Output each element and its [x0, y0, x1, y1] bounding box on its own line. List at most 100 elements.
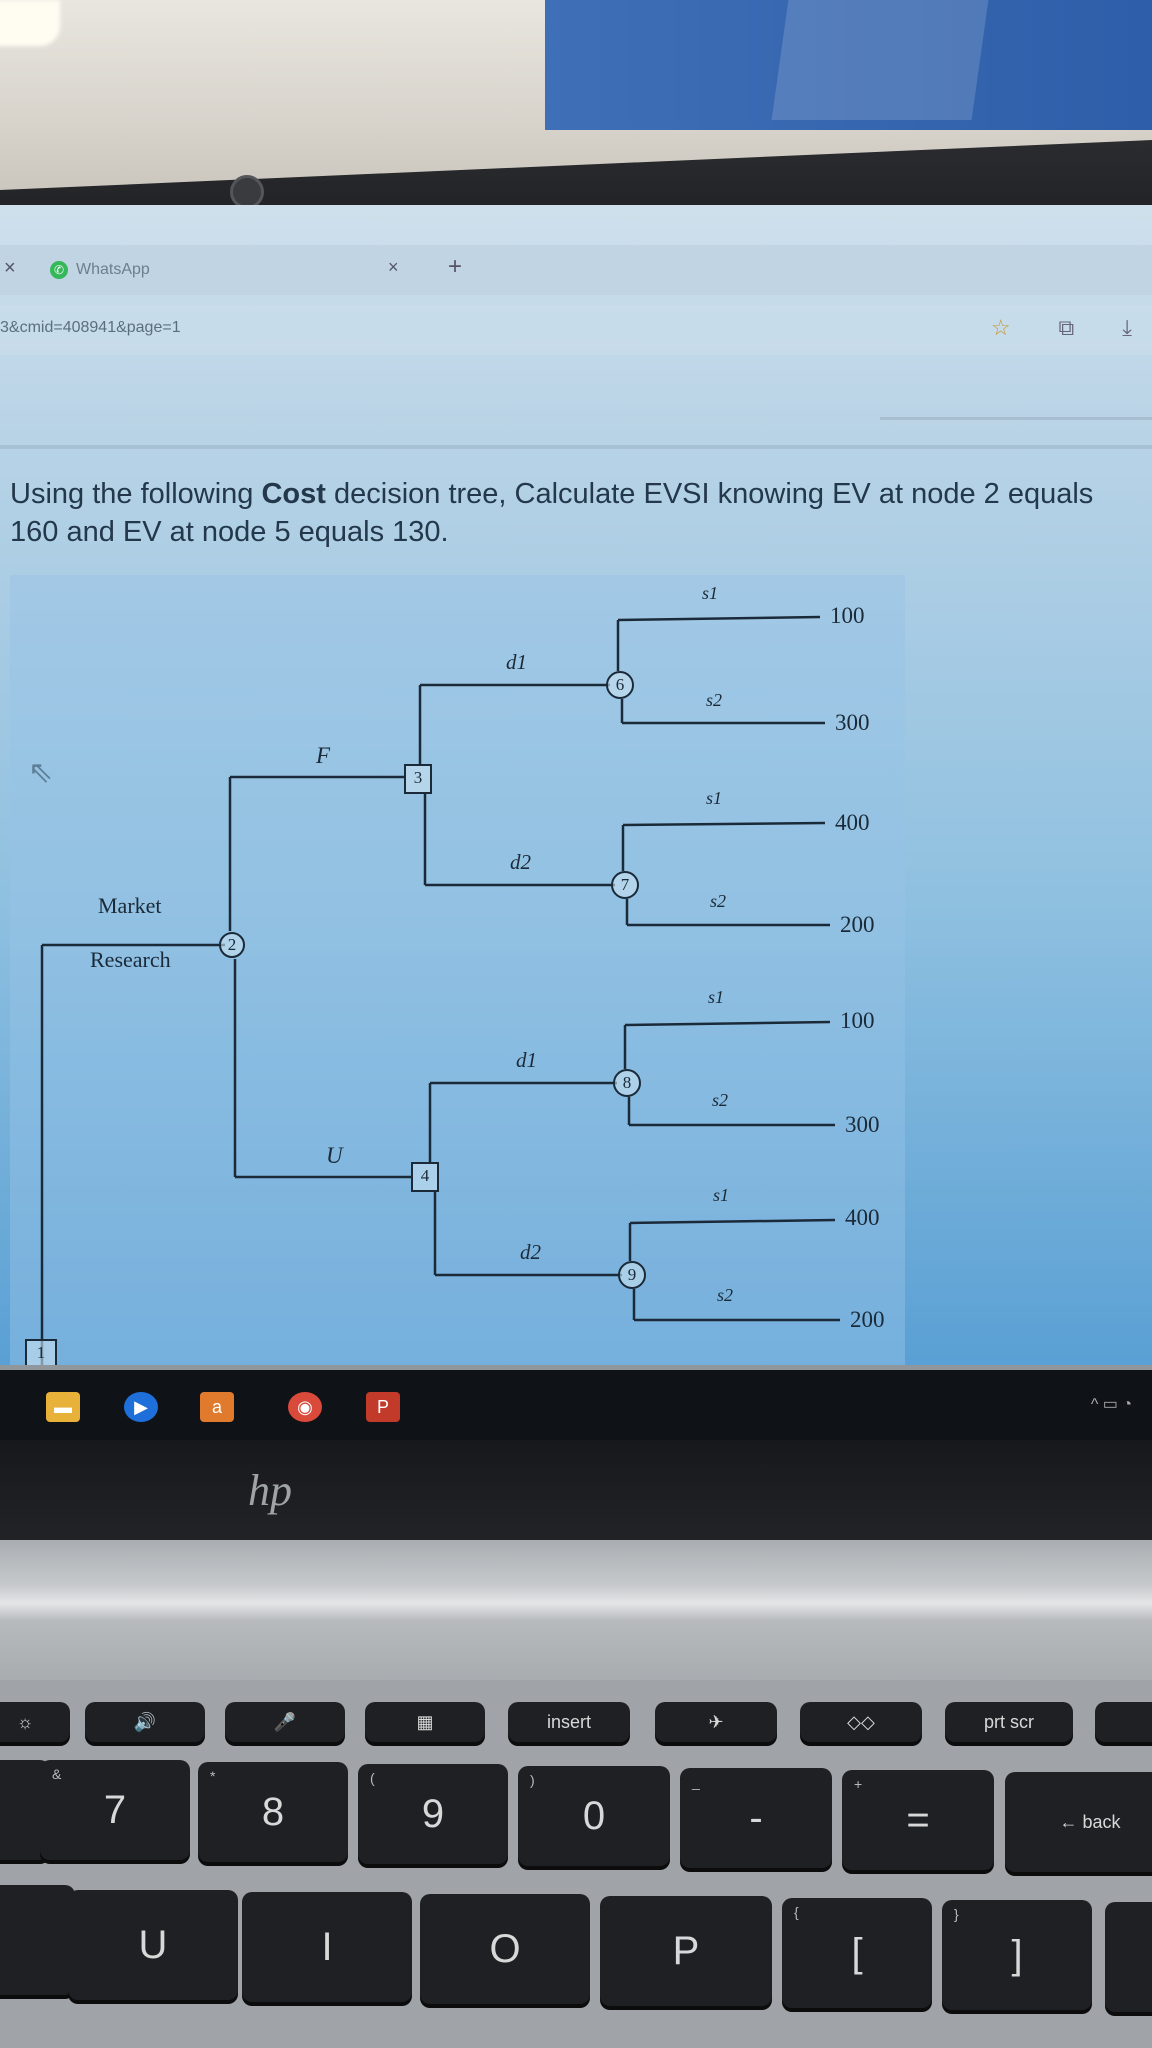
question-bold: Cost	[261, 478, 326, 510]
question-prefix: Using the following	[10, 478, 262, 510]
tree-node-1	[25, 1339, 57, 1365]
download-icon[interactable]: ⤓	[1122, 315, 1132, 340]
payoff-value: 200	[850, 1307, 885, 1332]
key-label: prt scr	[983, 1711, 1034, 1732]
tree-node-2	[219, 932, 245, 958]
wall-poster-panel	[771, 0, 989, 120]
key-f12[interactable]: ◇◇	[800, 1702, 922, 1742]
key-label: O	[489, 1926, 521, 1971]
key-prtscr[interactable]: prt scr	[945, 1702, 1073, 1742]
state-label: s2	[706, 690, 723, 710]
media-player-icon[interactable]: ▶	[124, 1392, 158, 1422]
address-bar[interactable]: 3&cmid=408941&page=1 ☆ ⧉ ⤓	[0, 305, 1152, 355]
tree-node-9	[618, 1261, 646, 1289]
branch-U-label: U	[326, 1143, 343, 1168]
system-tray-icon[interactable]: ^ ▭ ◔	[1090, 1396, 1132, 1413]
key-backslash[interactable]	[1105, 1902, 1152, 2012]
key-label: [	[851, 1930, 863, 1975]
key-f9[interactable]: ▦	[365, 1702, 485, 1742]
tab-close-icon[interactable]: ×	[388, 257, 399, 277]
state-label: s1	[706, 788, 723, 808]
key-bracket-right[interactable]: } ]	[942, 1900, 1092, 2010]
research-label: Research	[90, 947, 171, 972]
key-i[interactable]: I	[242, 1892, 412, 2002]
key-sub-label: &	[52, 1766, 62, 1782]
market-label: Market	[98, 893, 162, 918]
decision-label: d1	[516, 1048, 537, 1072]
tab-label: WhatsApp	[76, 261, 150, 278]
state-label: s1	[713, 1185, 730, 1205]
key-f8[interactable]: 🎤	[225, 1702, 345, 1742]
tree-edge-s1	[622, 821, 826, 827]
chrome-icon[interactable]: ◉	[288, 1392, 322, 1422]
key-0[interactable]: ) 0	[518, 1766, 670, 1866]
tree-edge-s1	[624, 1020, 831, 1027]
decision-tree-diagram: 1 2 3 4 6 7 8 9 Market Research F U d1 d…	[10, 575, 905, 1365]
laptop-keyboard: ☼ 🔊 🎤 ▦ insert ✈ ◇◇ prt scr & 7 * 8 ( 9 …	[0, 1680, 1152, 2048]
extensions-icon[interactable]: ⧉	[1058, 315, 1075, 340]
key-f7[interactable]: 🔊	[85, 1702, 205, 1742]
question-text: Using the following Cost decision tree, …	[10, 475, 1130, 551]
key-o[interactable]: O	[420, 1894, 590, 2004]
tree-node-7	[611, 871, 639, 899]
key-label: 7	[103, 1787, 127, 1832]
powerpoint-icon[interactable]: P	[366, 1392, 400, 1422]
payoff-value: 100	[840, 1008, 875, 1033]
laptop-bezel-bottom	[0, 1440, 1152, 1540]
tree-node-3	[404, 764, 432, 794]
decision-label: d2	[510, 850, 531, 874]
node-label: 2	[227, 935, 237, 954]
windows-taskbar: ▬ ▶ a ◉ P ^ ▭ ◔	[0, 1370, 1152, 1440]
key-equals[interactable]: + =	[842, 1770, 994, 1870]
tree-node-6	[606, 671, 634, 699]
tab-whatsapp[interactable]: ✆ WhatsApp	[50, 255, 150, 285]
amazon-icon[interactable]: a	[200, 1392, 234, 1422]
key-bracket-left[interactable]: { [	[782, 1898, 932, 2008]
key-f11[interactable]: ✈	[655, 1702, 777, 1742]
payoff-value: 200	[840, 912, 875, 937]
key-sub-label: +	[854, 1776, 863, 1792]
key-label: 8	[261, 1789, 285, 1834]
payoff-value: 300	[845, 1112, 880, 1137]
new-tab-icon[interactable]: +	[448, 253, 463, 280]
key-sub-label: *	[210, 1768, 216, 1784]
key-8[interactable]: * 8	[198, 1762, 348, 1862]
key-sub-label: _	[692, 1774, 700, 1790]
payoff-value: 400	[845, 1205, 880, 1230]
key-backspace[interactable]: ← back	[1005, 1772, 1152, 1872]
key-y[interactable]	[0, 1885, 75, 1995]
node-label: 4	[420, 1166, 430, 1185]
key-label: I	[321, 1924, 333, 1969]
key-minus[interactable]: _ -	[680, 1768, 832, 1868]
hp-logo-icon: hp	[248, 1466, 292, 1515]
laptop-screen: × ✆ WhatsApp × + 3&cmid=408941&page=1 ☆ …	[0, 205, 1152, 1365]
key-label-text: back	[1082, 1811, 1121, 1832]
key-label: 9	[421, 1791, 445, 1836]
wall-poster	[545, 0, 1152, 130]
key-p[interactable]: P	[600, 1896, 772, 2006]
key-sub-label: (	[370, 1770, 375, 1786]
tree-edge-s1	[629, 1218, 836, 1225]
close-icon[interactable]: ×	[4, 257, 16, 279]
key-u[interactable]: U	[68, 1890, 238, 2000]
bookmark-star-icon[interactable]: ☆	[990, 315, 1011, 340]
key-label: insert	[546, 1711, 591, 1732]
payoff-value: 100	[830, 603, 865, 628]
state-label: s2	[710, 891, 727, 911]
key-insert[interactable]: insert	[508, 1702, 630, 1742]
key-f6[interactable]: ☼	[0, 1702, 70, 1742]
key-delete[interactable]	[1095, 1702, 1152, 1742]
key-9[interactable]: ( 9	[358, 1764, 508, 1864]
key-7[interactable]: & 7	[40, 1760, 190, 1860]
branch-F-label: F	[316, 743, 331, 768]
payoff-value: 400	[835, 810, 870, 835]
key-sub-label: {	[794, 1904, 799, 1920]
decision-label: d1	[506, 650, 527, 674]
key-label: 0	[582, 1793, 606, 1838]
tree-node-8	[613, 1069, 641, 1097]
url-text: 3&cmid=408941&page=1	[0, 319, 181, 336]
key-label: U	[138, 1922, 168, 1967]
key-sub-label: }	[954, 1906, 959, 1922]
file-explorer-icon[interactable]: ▬	[46, 1392, 80, 1422]
payoff-value: 300	[835, 710, 870, 735]
